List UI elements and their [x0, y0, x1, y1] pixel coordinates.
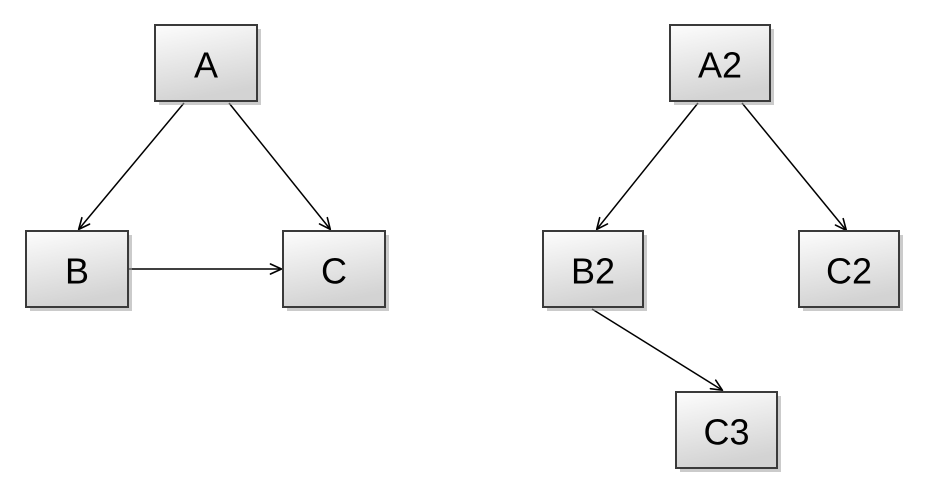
node-A2[interactable]: A2: [669, 24, 774, 105]
node-B[interactable]: B: [25, 230, 132, 311]
node-box: [669, 24, 771, 102]
node-label: C2: [826, 251, 872, 292]
node-label: C3: [703, 412, 749, 453]
edges-layer: [77, 102, 848, 392]
node-label: A2: [698, 45, 742, 86]
edge-A-B[interactable]: [77, 102, 185, 231]
node-B2[interactable]: B2: [542, 230, 647, 311]
edge-A2-B2[interactable]: [595, 102, 699, 231]
node-C2[interactable]: C2: [798, 230, 903, 311]
node-label: B2: [571, 251, 615, 292]
node-label: C: [321, 251, 347, 292]
node-box: [154, 24, 258, 102]
node-box: [282, 230, 386, 308]
node-C3[interactable]: C3: [675, 391, 781, 472]
node-box: [675, 391, 778, 469]
node-label: A: [194, 45, 218, 86]
node-label: B: [65, 251, 89, 292]
node-box: [25, 230, 129, 308]
edge-B2-C3[interactable]: [591, 308, 724, 392]
node-A[interactable]: A: [154, 24, 261, 105]
node-box: [798, 230, 900, 308]
edge-A-C[interactable]: [228, 102, 332, 231]
edge-A2-C2[interactable]: [741, 102, 848, 232]
node-C[interactable]: C: [282, 230, 389, 311]
node-box: [542, 230, 644, 308]
